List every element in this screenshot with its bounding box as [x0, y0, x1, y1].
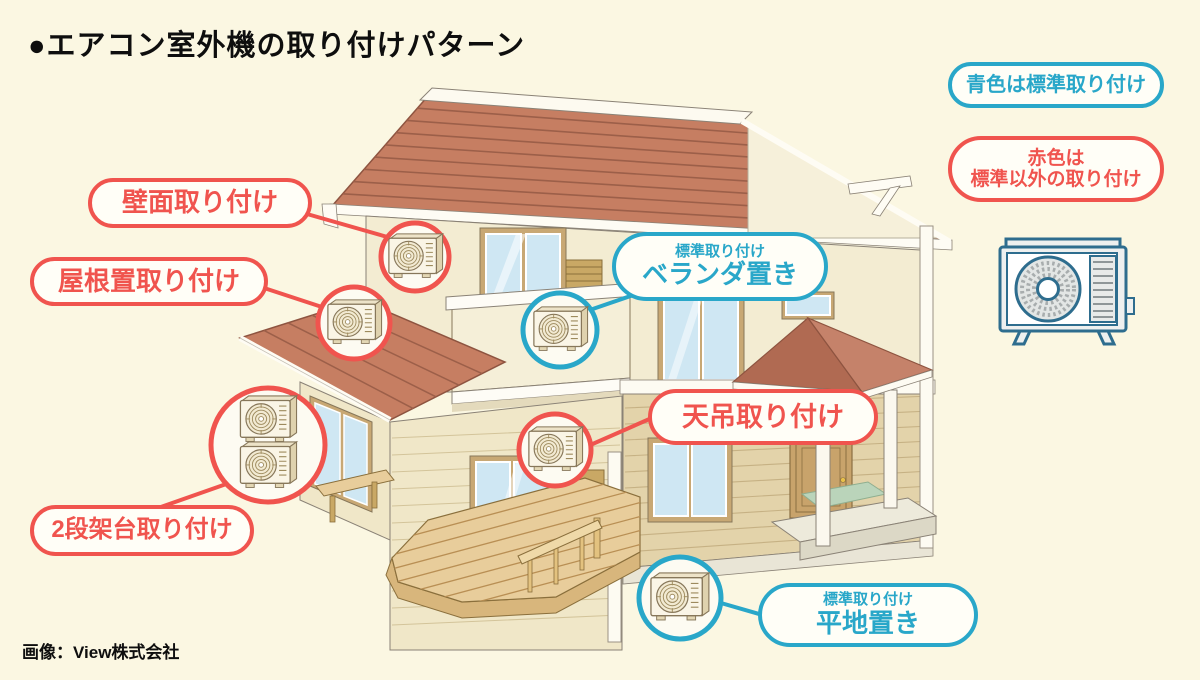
callout-two-tier-label: 2段架台取り付け: [51, 516, 233, 544]
callout-wall-mount-label: 壁面取り付け: [121, 187, 278, 218]
line-two-tier: [156, 480, 234, 510]
ac-unit-ceiling-hung: [528, 426, 584, 472]
legend-nonstandard: 赤色は 標準以外の取り付け: [948, 136, 1164, 202]
callout-veranda: 標準取り付け ベランダ置き: [612, 232, 828, 301]
wood-bench: [315, 469, 395, 523]
window-first-floor-right: [647, 437, 733, 523]
unit-markers: [208, 220, 724, 642]
line-roof-mount: [256, 284, 330, 311]
page-title: ●エアコン室外機の取り付けパターン: [28, 30, 526, 62]
downspout: [919, 225, 934, 549]
callout-wall-mount: 壁面取り付け: [88, 178, 312, 228]
ac-unit-veranda: [533, 306, 589, 352]
porch-post-right: [883, 389, 898, 509]
window-second-floor-right: [657, 291, 745, 387]
wood-deck: [385, 477, 641, 619]
callout-ceiling-hung-label: 天吊取り付け: [682, 401, 844, 432]
outdoor-unit-icon: [998, 237, 1135, 346]
callout-ceiling-hung: 天吊取り付け: [648, 389, 878, 445]
callout-ground-label: 平地置き: [815, 607, 920, 638]
image-credit: 画像：View株式会社: [22, 643, 180, 662]
callout-two-tier: 2段架台取り付け: [30, 505, 254, 556]
deck-railing: [517, 517, 603, 593]
ac-unit-two-tier-top: [239, 395, 298, 443]
line-wall-mount: [298, 210, 400, 242]
callout-veranda-subtext: 標準取り付け: [674, 242, 765, 260]
callout-veranda-label: ベランダ置き: [641, 259, 798, 290]
callout-roof-mount-label: 屋根置取り付け: [57, 265, 240, 296]
legend-standard: 青色は標準取り付け: [948, 62, 1164, 108]
callout-ground-subtext: 標準取り付け: [822, 591, 913, 609]
callout-roof-mount: 屋根置取り付け: [30, 257, 268, 306]
ac-unit-two-tier-bottom: [239, 441, 298, 489]
ac-unit-ground: [650, 572, 710, 621]
ac-unit-wall-mount: [388, 233, 444, 279]
legend-nonstandard-line1: 赤色は: [1027, 147, 1085, 169]
legend-standard-label: 青色は標準取り付け: [966, 73, 1146, 96]
callout-ground: 標準取り付け 平地置き: [758, 583, 978, 647]
entrance-porch: [731, 316, 938, 561]
line-ceiling-hung: [586, 415, 656, 448]
legend-nonstandard-line2: 標準以外の取り付け: [970, 169, 1142, 190]
ac-unit-roof-mount: [327, 299, 383, 345]
